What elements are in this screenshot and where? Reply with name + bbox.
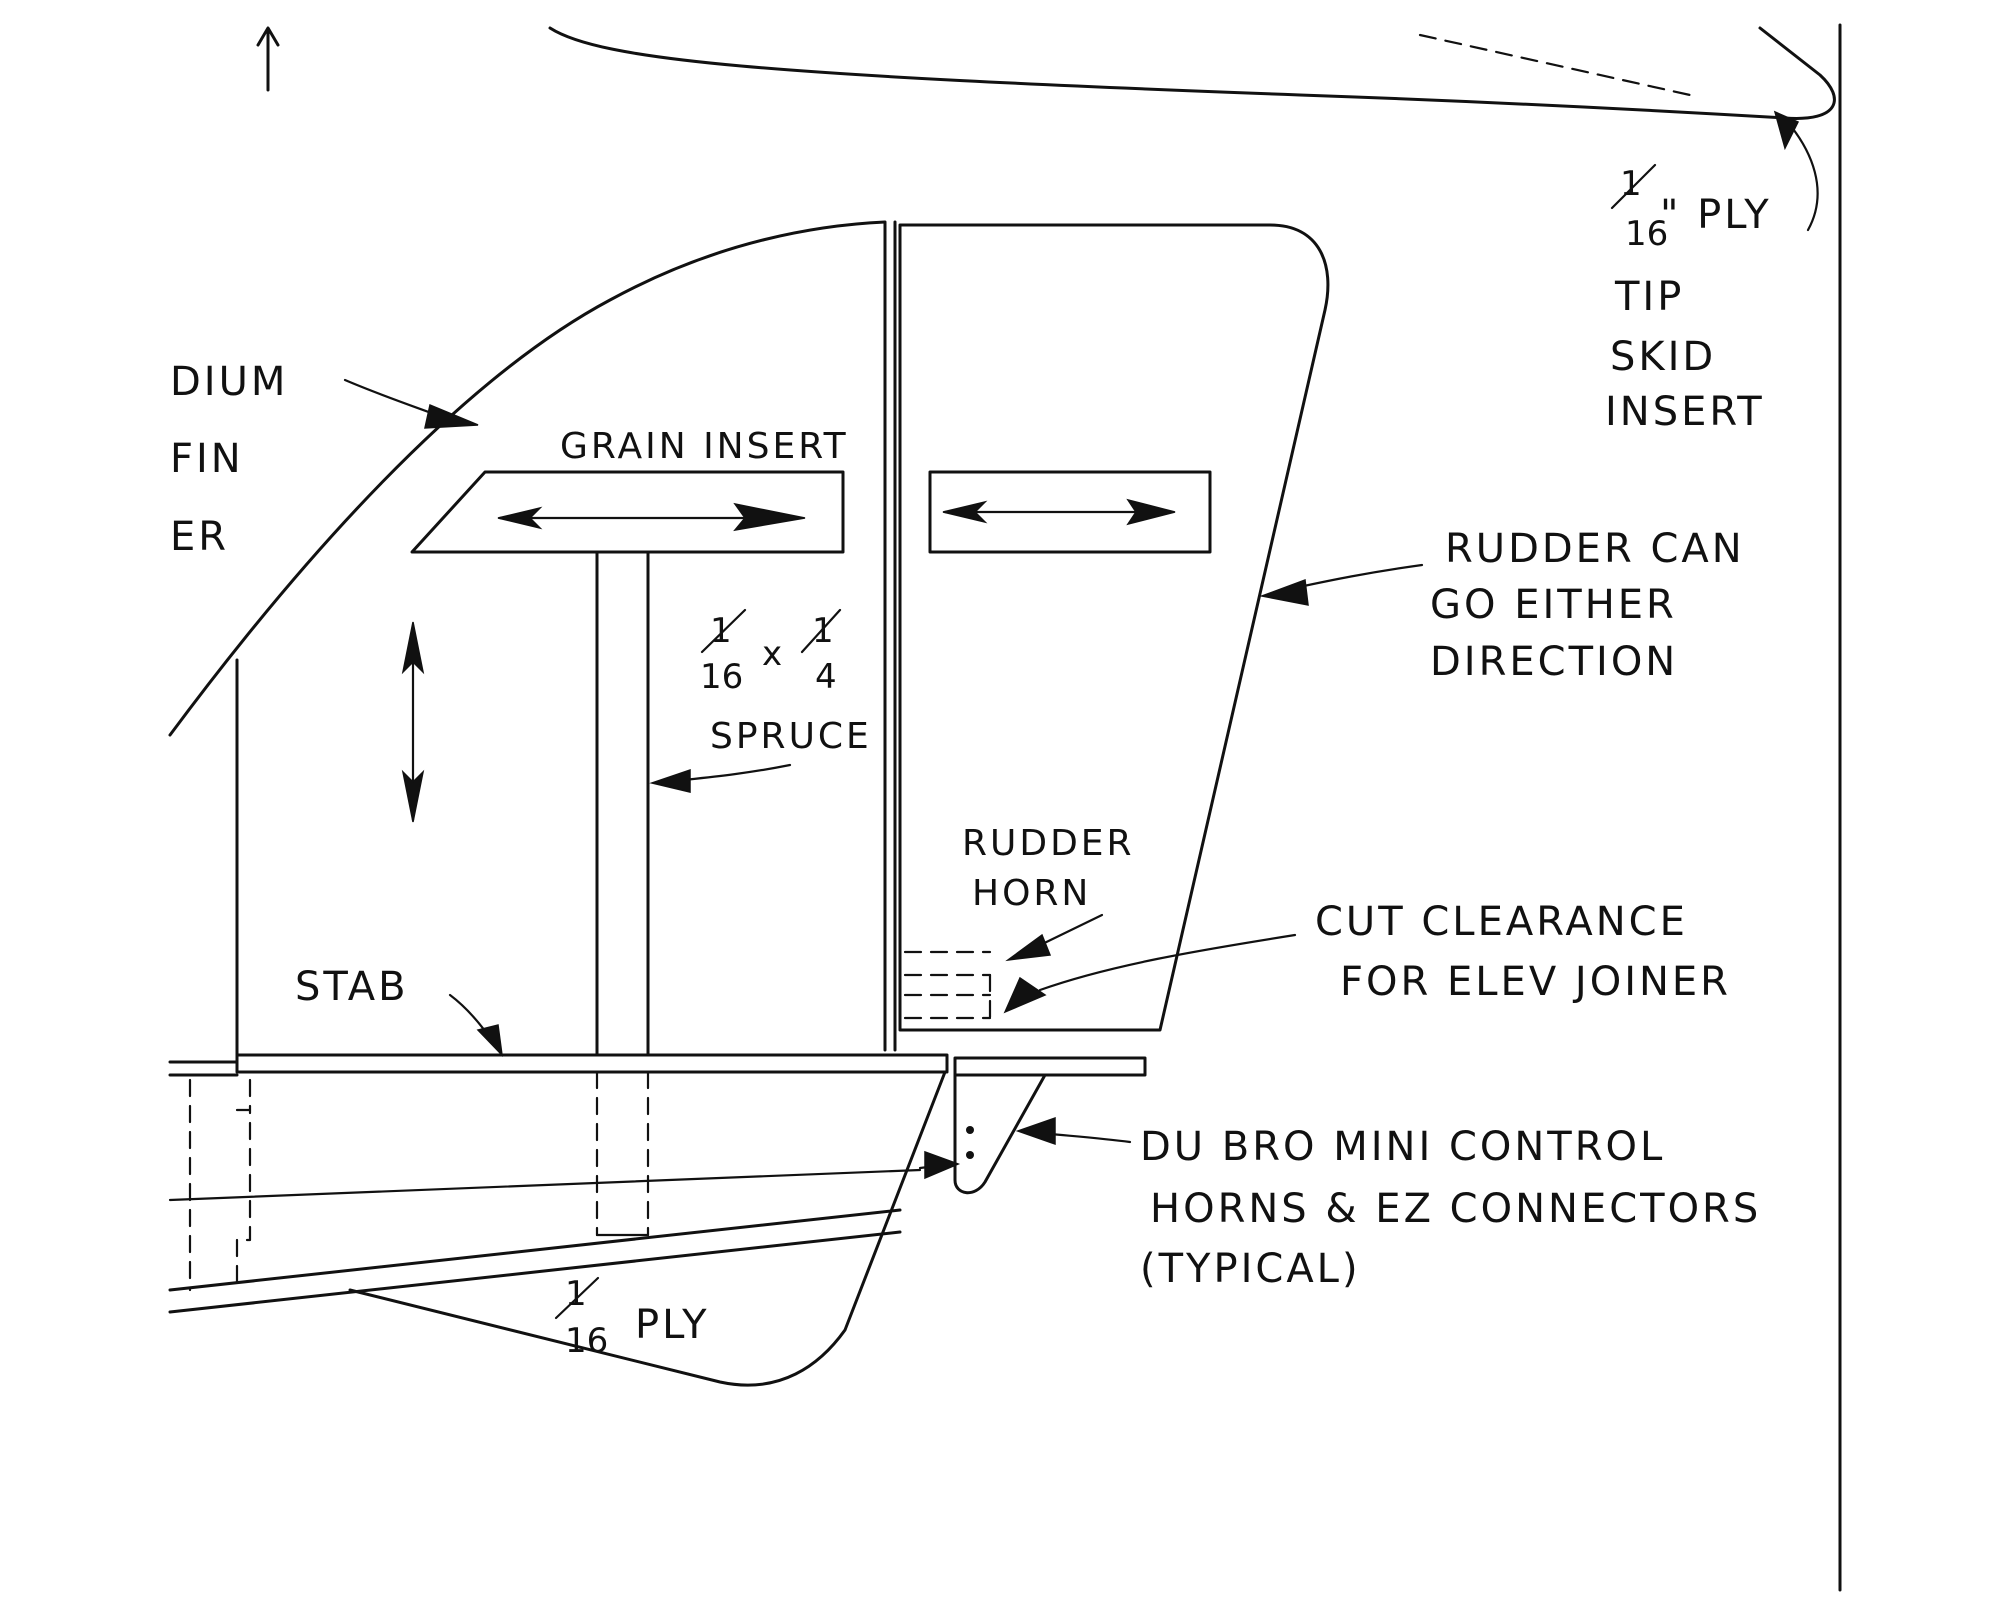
spruce-frac-den2: 4 bbox=[815, 657, 837, 697]
tip-skid-leader-arrow-icon bbox=[1773, 110, 1819, 232]
spruce-frac-num2: 1 bbox=[812, 611, 834, 651]
spruce-times: x bbox=[762, 634, 782, 674]
stab-leader-arrow-icon bbox=[448, 993, 504, 1058]
spruce-frac-den1: 16 bbox=[700, 657, 743, 697]
fin-vertical-grain-arrow-icon bbox=[401, 621, 425, 823]
rudder-horn-clearance-dashes bbox=[903, 950, 992, 1020]
rudder-horn-leader-arrow-icon bbox=[1005, 913, 1104, 962]
fin-grain-insert bbox=[410, 470, 845, 554]
grain-insert-label: GRAIN INSERT bbox=[560, 426, 849, 467]
rudder-can-label-line1: RUDDER CAN bbox=[1445, 526, 1745, 572]
rudder-leader-arrow-icon bbox=[1259, 563, 1424, 606]
stab-label: STAB bbox=[295, 964, 409, 1010]
spruce-size-fraction: 1 16 x 1 4 bbox=[700, 608, 842, 697]
fin-partial-label-line3: ER bbox=[170, 514, 229, 560]
spruce-leader-arrow-icon bbox=[649, 763, 792, 793]
rudder-grain-double-arrow-icon bbox=[942, 498, 1176, 526]
fin-grain-double-arrow-icon bbox=[497, 502, 806, 532]
fin-leader-arrow-icon bbox=[343, 378, 479, 429]
bottom-ply-fraction: 1 16 bbox=[554, 1274, 608, 1361]
spruce-label: SPRUCE bbox=[710, 716, 872, 757]
fin-partial-label-line2: FIN bbox=[170, 436, 244, 482]
fin-outline bbox=[168, 220, 897, 1057]
dubro-label-line2: HORNS & EZ CONNECTORS bbox=[1150, 1186, 1761, 1232]
cut-clearance-label-line2: FOR ELEV JOINER bbox=[1340, 959, 1731, 1005]
tip-ply-fraction: 1 16 bbox=[1610, 163, 1668, 254]
stab-outline bbox=[168, 1053, 1147, 1292]
cut-clearance-label-line1: CUT CLEARANCE bbox=[1315, 899, 1688, 945]
fuselage-bottom-lines bbox=[168, 1168, 922, 1314]
rudder-grain-insert bbox=[928, 470, 1212, 554]
bottom-ply-unit: PLY bbox=[635, 1302, 710, 1348]
cut-clearance-leader-arrow-icon bbox=[1003, 933, 1297, 1014]
rudder-horn-label-line2: HORN bbox=[972, 873, 1091, 914]
bottom-ply-outline bbox=[348, 1070, 947, 1387]
dubro-leader-arrow-icon bbox=[1015, 1116, 1132, 1146]
tip-ply-unit: " PLY bbox=[1660, 192, 1772, 238]
rudder-can-label-line3: DIRECTION bbox=[1430, 639, 1678, 685]
up-arrow-icon bbox=[256, 26, 280, 92]
pushrod-arrow-icon bbox=[918, 1150, 961, 1180]
fin-partial-label-line1: DIUM bbox=[170, 359, 288, 405]
upper-wing-tip-outline bbox=[548, 26, 1836, 120]
rudder-can-label-line2: GO EITHER bbox=[1430, 582, 1677, 628]
spruce-spar bbox=[595, 550, 650, 1237]
rudder-horn-label-line1: RUDDER bbox=[962, 823, 1135, 864]
tip-skid-label-line1: TIP bbox=[1614, 274, 1684, 320]
rudder-outline bbox=[898, 223, 1330, 1032]
ply-bottom-den: 16 bbox=[565, 1321, 608, 1361]
dubro-label-line3: (TYPICAL) bbox=[1140, 1246, 1361, 1292]
spruce-frac-num1: 1 bbox=[710, 611, 732, 651]
tip-skid-label-line3: INSERT bbox=[1605, 389, 1765, 435]
control-horn bbox=[953, 1073, 1047, 1195]
ply-bottom-num: 1 bbox=[565, 1274, 587, 1314]
tip-skid-label-line2: SKID bbox=[1610, 334, 1716, 380]
tip-ply-den: 16 bbox=[1625, 214, 1668, 254]
dubro-label-line1: DU BRO MINI CONTROL bbox=[1140, 1124, 1665, 1170]
